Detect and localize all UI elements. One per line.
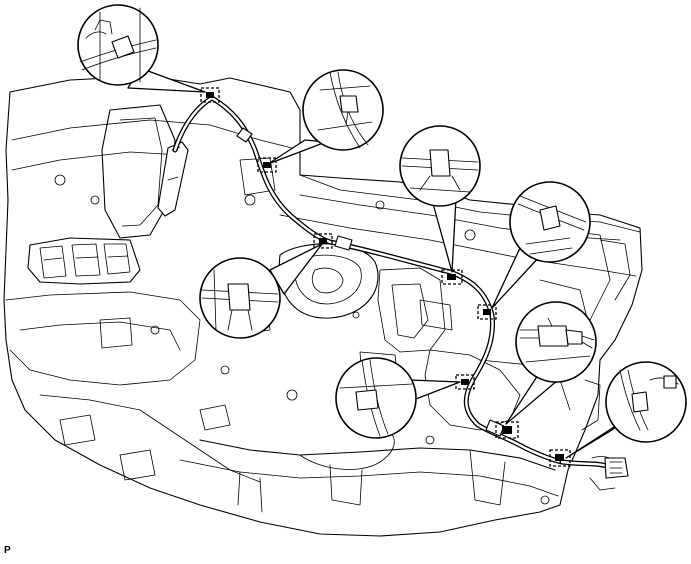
callout-8 <box>565 361 687 459</box>
clip-marker <box>477 304 497 320</box>
callout-4 <box>399 125 481 273</box>
figure-code-label: P <box>4 545 11 556</box>
callout-5 <box>491 181 591 309</box>
clip-marker <box>313 233 333 249</box>
callout-1 <box>77 4 206 93</box>
clip-markers <box>200 87 571 467</box>
wire-harness <box>172 95 629 479</box>
clip-marker <box>549 449 571 467</box>
clip-detail-icon <box>79 7 157 83</box>
clip-detail-icon <box>201 269 279 331</box>
clip-detail-icon <box>339 359 413 437</box>
clip-detail-icon <box>517 195 587 255</box>
callout-3 <box>199 243 323 339</box>
clip-detail-icon <box>401 149 479 193</box>
clip-marker <box>257 157 277 173</box>
callout-6 <box>335 357 461 439</box>
connector-detail-icon <box>519 317 595 363</box>
callout-7 <box>505 301 597 425</box>
instrument-panel-body <box>3 75 643 537</box>
clip-marker <box>200 87 220 103</box>
callout-9 <box>589 456 616 491</box>
callout-2 <box>267 69 384 165</box>
clip-detail-icon <box>317 71 373 149</box>
connector-detail-icon <box>619 369 679 431</box>
